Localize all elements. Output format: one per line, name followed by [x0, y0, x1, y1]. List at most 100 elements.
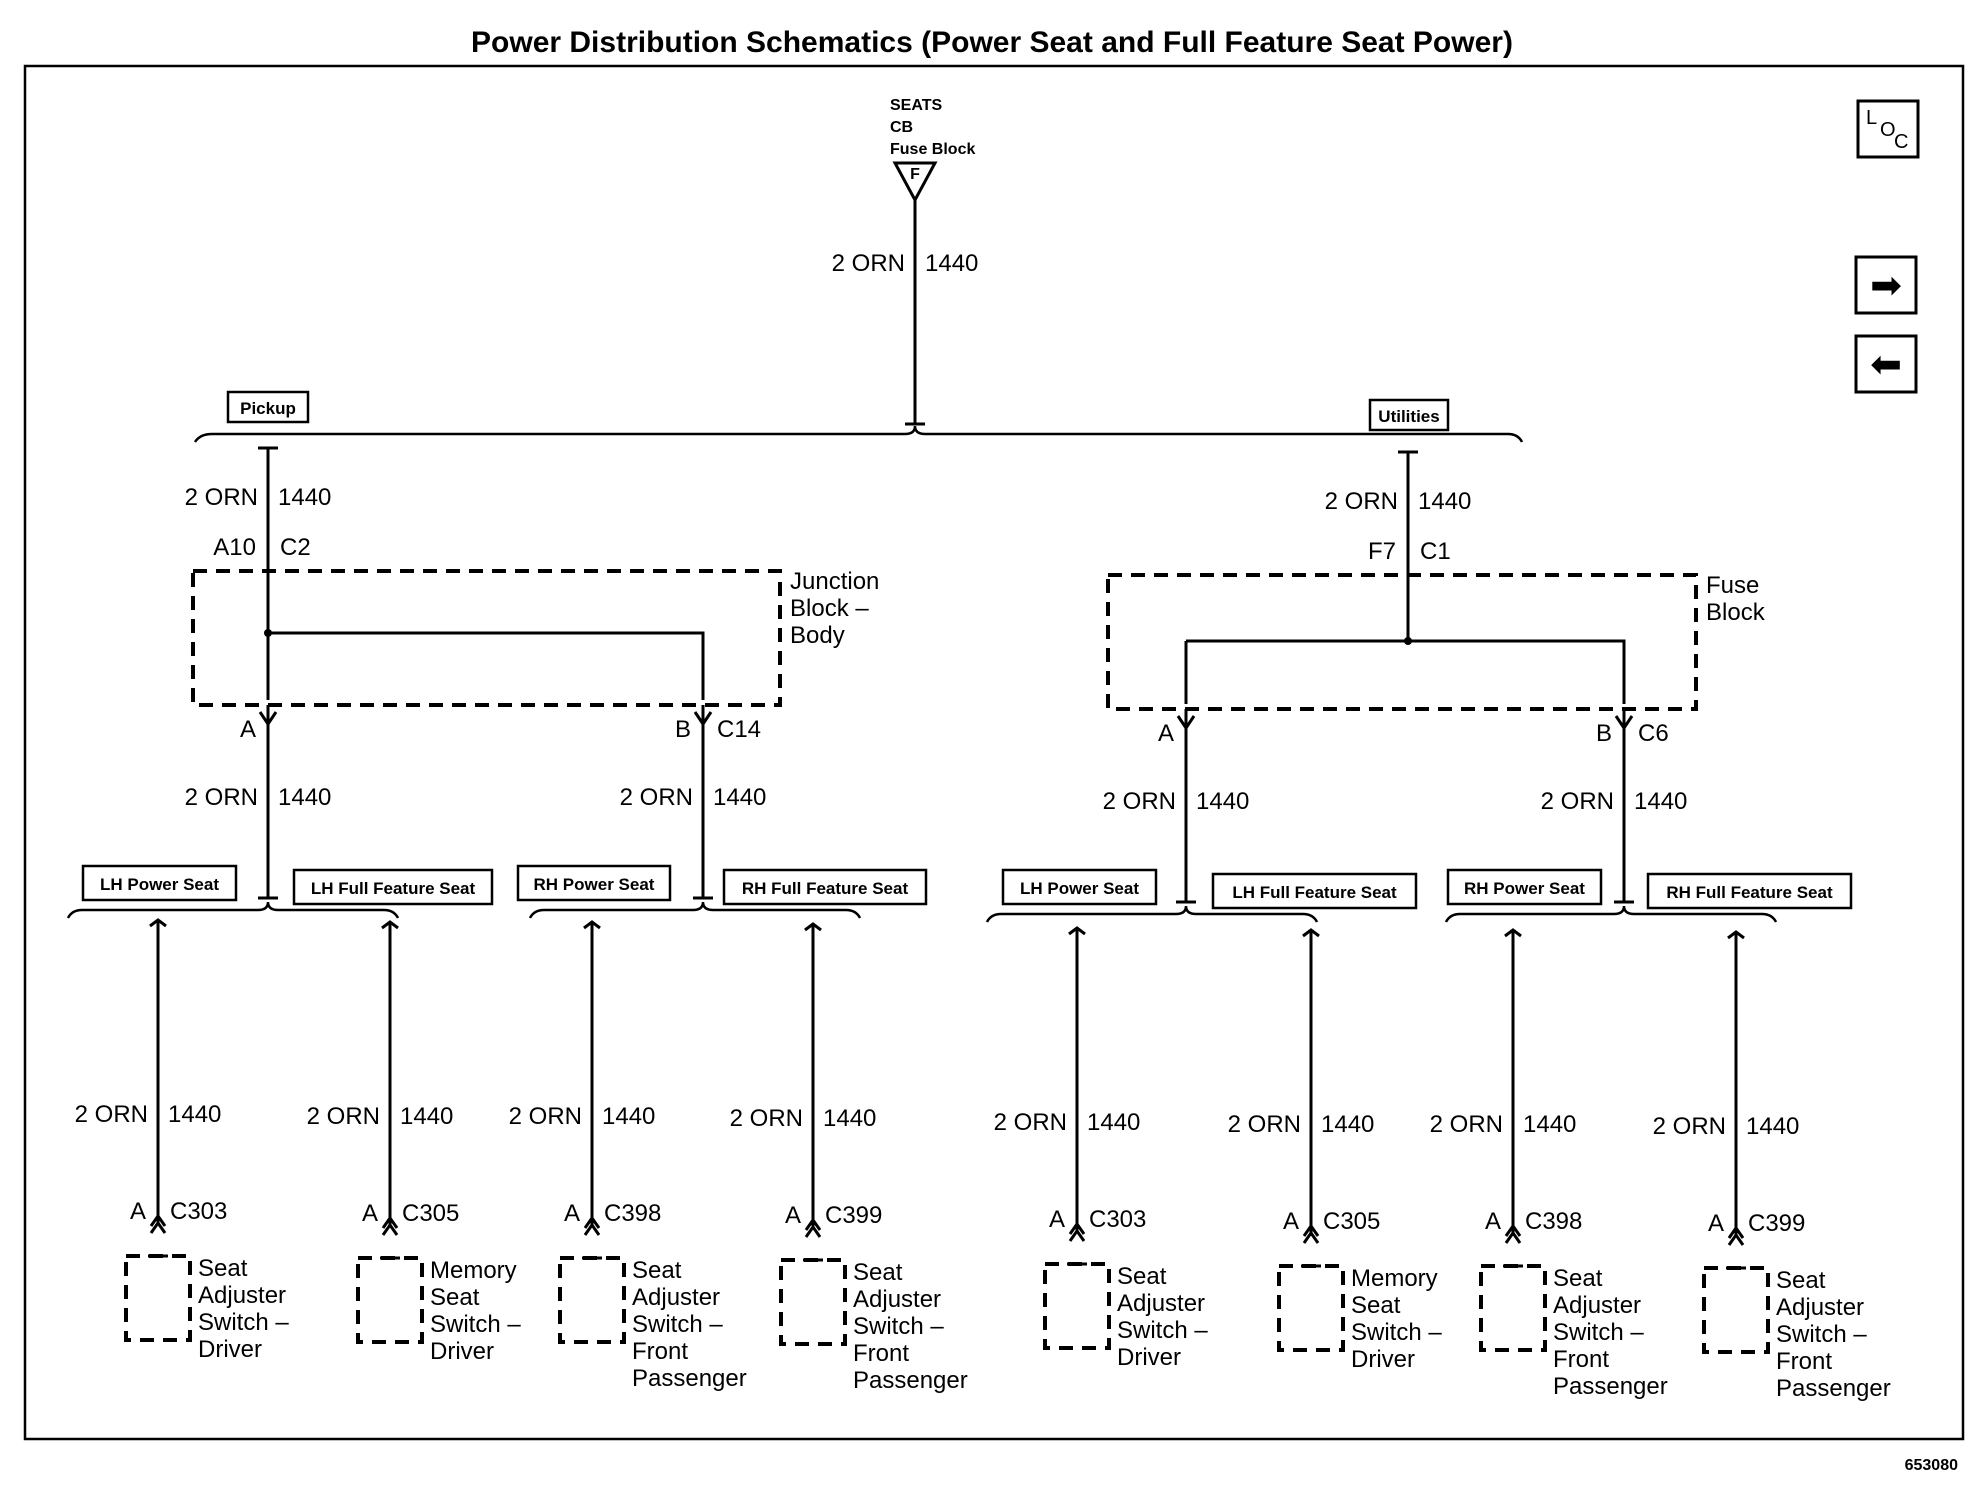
switch-name-line: Switch –: [1553, 1319, 1644, 1346]
group-bus: [66, 901, 400, 919]
prev-page-button[interactable]: ⬅: [1854, 334, 1918, 394]
switch-name-line: Passenger: [1553, 1373, 1668, 1400]
wire-circuit-label: 1440: [1321, 1111, 1374, 1138]
variant-tag-box: [226, 390, 310, 424]
block-output-connector: C6: [1638, 720, 1669, 747]
diagram-title: Power Distribution Schematics (Power Sea…: [471, 26, 1513, 59]
loc-button[interactable]: L O C: [1856, 99, 1920, 159]
wire-circuit-label: 1440: [168, 1101, 221, 1128]
switch-name-line: Adjuster: [1553, 1292, 1641, 1319]
next-page-button[interactable]: ➡: [1854, 255, 1918, 315]
group-bus: [1444, 905, 1778, 923]
distribution-block: [191, 569, 782, 707]
wire-circuit-label: 1440: [278, 784, 331, 811]
load-connector: C399: [1748, 1210, 1805, 1237]
wire-gauge-label: 2 ORN: [185, 784, 258, 811]
switch-name-line: Switch –: [853, 1313, 944, 1340]
load-connector-symbol: [1726, 1225, 1746, 1270]
switch-name-line: Driver: [430, 1338, 494, 1365]
load-pin: A: [785, 1202, 801, 1229]
switch-name-line: Passenger: [853, 1367, 968, 1394]
bus-drop-connector: [583, 920, 601, 930]
connector-symbol: [1176, 715, 1196, 731]
connector-symbol: [1614, 715, 1634, 731]
load-pin: A: [1283, 1208, 1299, 1235]
switch-name-line: Seat: [430, 1284, 480, 1311]
full-feature-seat-tag-box: [1646, 872, 1853, 910]
switch-name-line: Front: [1776, 1348, 1832, 1375]
power-seat-tag-box: [81, 864, 238, 902]
switch-component-box: [1277, 1264, 1345, 1352]
switch-name-line: Adjuster: [1776, 1294, 1864, 1321]
wire-gauge-label: 2 ORN: [730, 1105, 803, 1132]
switch-name-line: Passenger: [632, 1365, 747, 1392]
wire-circuit-label: 1440: [1634, 788, 1687, 815]
load-connector-symbol: [380, 1215, 400, 1260]
wire-circuit-label: 1440: [1523, 1111, 1576, 1138]
power-seat-tag-box: [516, 864, 672, 902]
load-pin: A: [564, 1200, 580, 1227]
switch-component-box: [356, 1256, 424, 1344]
wire-gauge-label: 2 ORN: [620, 784, 693, 811]
loc-l-glyph: L: [1866, 107, 1877, 129]
switch-name-line: Seat: [1776, 1267, 1826, 1294]
splice-dot: [264, 629, 272, 637]
switch-name-line: Memory: [1351, 1265, 1438, 1292]
load-connector-symbol: [582, 1215, 602, 1260]
bus-drop-connector: [804, 922, 822, 932]
variant-tag-label: Utilities: [1378, 407, 1439, 426]
block-output-connector: C14: [717, 716, 761, 743]
switch-name-line: Front: [632, 1338, 688, 1365]
wire-gauge-label: 2 ORN: [1653, 1113, 1726, 1140]
load-connector: C303: [170, 1198, 227, 1225]
wire-gauge-label: 2 ORN: [1103, 788, 1176, 815]
load-connector: C398: [604, 1200, 661, 1227]
wire-circuit-label: 1440: [823, 1105, 876, 1132]
block-name-line: Block –: [790, 595, 869, 622]
block-name-line: Fuse: [1706, 572, 1759, 599]
wire-circuit-label: 1440: [602, 1103, 655, 1130]
load-pin: A: [1049, 1206, 1065, 1233]
variant-tag-label: Pickup: [240, 399, 296, 418]
load-connector: C303: [1089, 1206, 1146, 1233]
wire-gauge-label: 2 ORN: [307, 1103, 380, 1130]
bus-drop-connector: [1068, 926, 1086, 936]
block-name-line: Body: [790, 622, 845, 649]
wire-circuit-label: 1440: [1418, 488, 1471, 515]
load-connector-symbol: [803, 1217, 823, 1262]
arrow-left-icon: ⬅: [1870, 344, 1902, 386]
switch-name-line: Seat: [632, 1257, 682, 1284]
block-output-pin: B: [675, 716, 691, 743]
block-input-pin: F7: [1368, 538, 1396, 565]
switch-name-line: Adjuster: [1117, 1290, 1205, 1317]
wire-gauge-label: 2 ORN: [1541, 788, 1614, 815]
block-name-line: Junction: [790, 568, 879, 595]
switch-name-line: Switch –: [1117, 1317, 1208, 1344]
wire-circuit-label: 1440: [400, 1103, 453, 1130]
load-pin: A: [362, 1200, 378, 1227]
fuse-terminal-symbol: [892, 161, 938, 204]
group-bus: [528, 901, 862, 919]
switch-component-box: [779, 1258, 847, 1346]
bus-drop-connector: [1504, 928, 1522, 938]
wire-circuit-label: 1440: [925, 250, 978, 277]
group-bus: [985, 905, 1319, 923]
switch-component-box: [1702, 1266, 1770, 1354]
load-connector-symbol: [1067, 1221, 1087, 1266]
switch-component-box: [558, 1256, 626, 1344]
switch-name-line: Adjuster: [632, 1284, 720, 1311]
bus-drop-connector: [1727, 930, 1745, 940]
full-feature-seat-tag-box: [722, 868, 928, 906]
load-connector-symbol: [1301, 1223, 1321, 1268]
load-pin: A: [1708, 1210, 1724, 1237]
power-seat-tag: RH Power Seat: [1464, 879, 1585, 898]
bus-drop-connector: [381, 920, 399, 930]
wire-gauge-label: 2 ORN: [832, 250, 905, 277]
bus-drop-connector: [149, 918, 167, 928]
switch-name-line: Driver: [1351, 1346, 1415, 1373]
switch-component-box: [124, 1254, 192, 1342]
source-label-3: Fuse Block: [890, 141, 975, 158]
arrow-right-icon: ➡: [1870, 265, 1902, 307]
